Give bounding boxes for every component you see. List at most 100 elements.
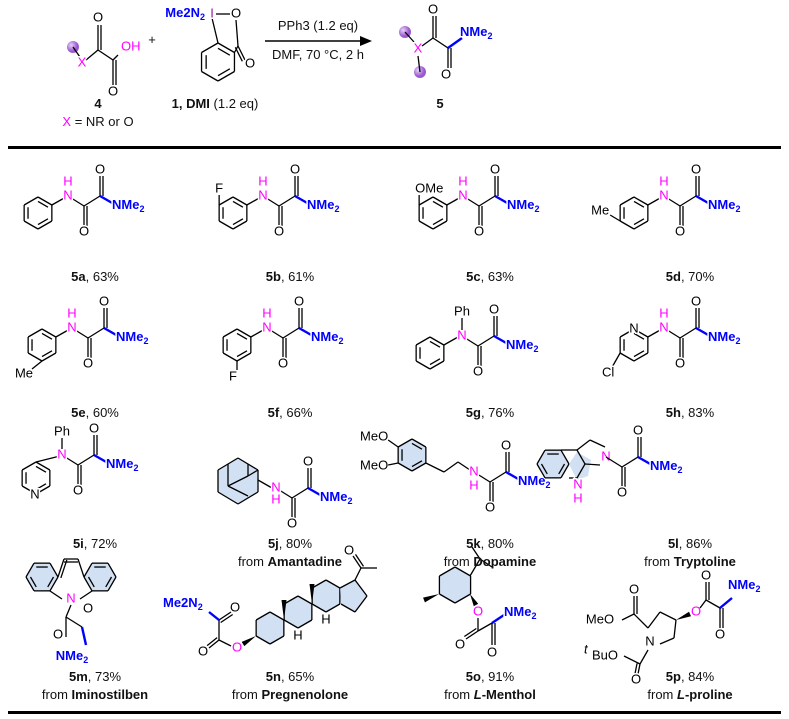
bond bbox=[232, 218, 244, 226]
source-name: Iminostilben bbox=[71, 687, 149, 702]
label-subscript: 2 bbox=[133, 463, 138, 473]
bond bbox=[37, 218, 49, 226]
atom-label: O bbox=[487, 644, 497, 659]
atom-label: O bbox=[344, 542, 354, 557]
nh-hydrogen: H bbox=[271, 491, 280, 506]
bond bbox=[647, 196, 663, 206]
bond bbox=[83, 562, 93, 578]
heteroatom-label: N bbox=[63, 187, 72, 202]
source-name: -proline bbox=[684, 687, 733, 702]
bond bbox=[489, 471, 507, 483]
nh-hydrogen: H bbox=[469, 477, 478, 492]
source-name: Amantadine bbox=[267, 554, 343, 569]
bond bbox=[250, 328, 266, 338]
dimethylamino-group: NMe2 bbox=[106, 456, 138, 473]
bond bbox=[576, 449, 586, 465]
methoxy-label: MeO bbox=[360, 457, 388, 472]
bond bbox=[447, 37, 463, 49]
compound-id: 5g bbox=[465, 405, 481, 420]
bond bbox=[234, 47, 243, 62]
bond bbox=[647, 611, 661, 629]
ring-shading bbox=[284, 596, 312, 628]
bond bbox=[201, 42, 219, 54]
compound-yield: , 76% bbox=[480, 405, 515, 420]
bond bbox=[35, 485, 51, 495]
bond bbox=[340, 603, 356, 613]
plus-sign: + bbox=[148, 32, 156, 47]
x-definition: = NR or O bbox=[71, 114, 134, 129]
bond bbox=[493, 334, 509, 346]
bond bbox=[354, 579, 368, 597]
compound-id: 5i bbox=[72, 536, 84, 551]
bond bbox=[354, 553, 365, 567]
label-main: NMe bbox=[56, 648, 83, 663]
bond bbox=[415, 360, 431, 370]
bond bbox=[411, 438, 427, 448]
source-prefix: from bbox=[237, 554, 268, 569]
product-number: 5 bbox=[436, 96, 444, 111]
bond bbox=[633, 352, 649, 362]
bond bbox=[71, 327, 89, 339]
bond bbox=[298, 326, 314, 338]
dimethylamino-group: NMe2 bbox=[320, 489, 352, 506]
bond bbox=[411, 462, 427, 472]
compound-yield: , 80% bbox=[480, 536, 514, 551]
atom-label: O bbox=[455, 636, 465, 651]
dimethylamino-group: NMe2 bbox=[504, 604, 536, 621]
dimethylamino-group: NMe2 bbox=[311, 329, 343, 346]
compound-id: 5l bbox=[667, 536, 679, 551]
compound-yield: , 63% bbox=[85, 269, 119, 284]
bond bbox=[387, 439, 399, 448]
atom-label: O bbox=[83, 600, 93, 615]
compound-id: 5e bbox=[71, 405, 86, 420]
bond bbox=[237, 491, 259, 505]
bond bbox=[443, 461, 459, 473]
bond bbox=[269, 635, 285, 645]
chloro-label: Cl bbox=[602, 364, 614, 379]
compound-caption-5o: 5o, 91%from L-Menthol bbox=[395, 668, 585, 704]
stereo-h: H bbox=[293, 627, 302, 642]
bond bbox=[67, 195, 85, 207]
carbonyl-oxygen: O bbox=[89, 420, 99, 435]
source-name: Pregnenolone bbox=[261, 687, 349, 702]
dimethylamino-group: NMe2 bbox=[460, 24, 492, 41]
compound-caption-5p: 5p, 84%from L-proline bbox=[595, 668, 785, 704]
bond bbox=[454, 593, 471, 604]
bond bbox=[107, 562, 117, 578]
compound-caption-5c: 5c, 63% bbox=[395, 268, 585, 286]
nh-hydrogen: H bbox=[458, 173, 467, 188]
bond bbox=[311, 603, 327, 613]
label-subscript: 2 bbox=[531, 611, 536, 621]
bond bbox=[432, 200, 444, 208]
compound-id: 5m bbox=[68, 669, 88, 684]
carbonyl-oxygen: O bbox=[485, 499, 495, 514]
bond bbox=[27, 328, 43, 338]
source-name: Dopamine bbox=[473, 554, 537, 569]
arrow-head-icon bbox=[360, 36, 372, 46]
bond bbox=[297, 619, 313, 629]
wedge-bond bbox=[281, 600, 287, 620]
bond bbox=[473, 471, 491, 483]
source-name: -Menthol bbox=[481, 687, 536, 702]
compound-yield: , 73% bbox=[87, 669, 122, 684]
wedge-bond bbox=[676, 611, 691, 620]
bond bbox=[49, 590, 63, 600]
label-subscript: 2 bbox=[755, 584, 760, 594]
bond bbox=[275, 487, 293, 499]
bond bbox=[227, 475, 249, 487]
atom-label: O bbox=[441, 66, 451, 81]
carbonyl-oxygen: O bbox=[691, 161, 701, 176]
wedge-bond bbox=[470, 594, 479, 607]
label-main: NMe bbox=[650, 458, 677, 473]
bond bbox=[85, 49, 99, 61]
bond bbox=[218, 611, 232, 621]
compound-yield: , 84% bbox=[680, 669, 715, 684]
compound-id: 5k bbox=[466, 536, 481, 551]
label-main: NMe bbox=[112, 197, 139, 212]
carbonyl-oxygen: O bbox=[675, 355, 685, 370]
bond bbox=[354, 595, 368, 613]
compound-caption-5m: 5m, 73%from Iminostilben bbox=[0, 668, 190, 704]
bond bbox=[439, 566, 456, 577]
